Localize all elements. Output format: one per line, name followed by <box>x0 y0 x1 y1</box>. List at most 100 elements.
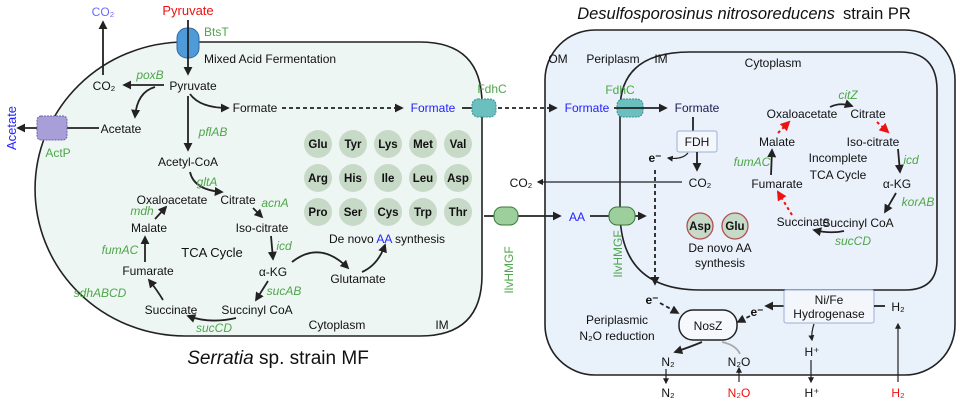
co2: CO₂ <box>93 79 116 93</box>
acetate-exported: Acetate <box>4 106 19 150</box>
amino-acid-circle <box>721 212 749 240</box>
amino-acid-circle <box>686 212 714 240</box>
h-plus-out: H⁺ <box>805 386 820 400</box>
aa-exported: AA <box>569 210 585 224</box>
n2o-reduction-label: N₂O reduction <box>579 329 654 343</box>
amino-acid-circle <box>409 198 437 226</box>
n2o: N₂O <box>728 355 751 369</box>
n2: N₂ <box>661 355 675 369</box>
succinyl-coa-2: Succinyl CoA <box>822 216 893 230</box>
amino-acid-circle <box>304 198 332 226</box>
pyruvate: Pyruvate <box>169 79 217 93</box>
amino-acid-label: His <box>344 173 362 185</box>
electron-fdh: e⁻ <box>648 151 661 165</box>
desulfo-amino-acids: Asp Glu <box>686 212 749 240</box>
hydrogenase-label-2: Hydrogenase <box>793 307 865 321</box>
succinate-2: Succinate <box>777 215 830 229</box>
succinate: Succinate <box>145 303 198 317</box>
malate-2: Malate <box>759 135 795 149</box>
amino-acid-circle <box>409 130 437 158</box>
ilvhmgf-transporter-icon-2 <box>608 206 636 226</box>
hydrogenase-label-1: Ni/Fe <box>815 293 844 307</box>
fdhc-transporter-icon <box>471 98 497 118</box>
alpha-kg: α-KG <box>259 265 287 279</box>
amino-acid-label: Met <box>413 139 433 151</box>
formate-periplasm: Formate <box>565 101 610 115</box>
ilvhmgf-label-1: IlvHMGF <box>502 246 516 293</box>
acetate: Acetate <box>101 122 142 136</box>
im-label: IM <box>435 318 448 332</box>
gene-citZ: citZ <box>838 88 858 102</box>
periplasm-label: Periplasm <box>586 52 639 66</box>
iso-citrate: Iso-citrate <box>236 221 289 235</box>
oxaloacetate: Oxaloacetate <box>137 193 208 207</box>
gene-icd-2: icd <box>903 153 919 167</box>
gene-fumAC-2: fumAC <box>734 155 771 169</box>
fumarate: Fumarate <box>122 264 174 278</box>
fdhc-label: FdhC <box>477 82 507 96</box>
gene-sucCD-2: sucCD <box>835 234 871 248</box>
alpha-kg-2: α-KG <box>883 177 911 191</box>
periplasmic-label: Periplasmic <box>586 313 648 327</box>
gene-pflAB: pflAB <box>198 125 228 139</box>
gene-korAB: korAB <box>902 195 935 209</box>
citrate: Citrate <box>220 193 256 207</box>
co2-desulfo: CO₂ <box>689 176 712 190</box>
cytoplasm-label-2: Cytoplasm <box>745 56 802 70</box>
serratia-title: Serratia sp. strain MF <box>187 348 369 369</box>
h-plus: H⁺ <box>805 345 820 359</box>
incomplete-tca-label-2: TCA Cycle <box>810 168 867 182</box>
fdhc-label-2: FdhC <box>605 83 635 97</box>
cytoplasm-label: Cytoplasm <box>309 318 366 332</box>
malate: Malate <box>131 221 167 235</box>
amino-acid-label: Glu <box>308 139 327 151</box>
ilvhmgf-label-2: IlvHMGF <box>611 230 625 277</box>
amino-acid-circle <box>374 198 402 226</box>
gene-gltA: gltA <box>197 175 218 189</box>
nosz-label: NosZ <box>694 319 723 333</box>
btst-label: BtsT <box>204 25 229 39</box>
amino-acid-circle <box>444 130 472 158</box>
amino-acid-label: Glu <box>725 221 744 233</box>
gene-sdhABCD: sdhABCD <box>74 286 127 300</box>
amino-acid-label: Pro <box>308 207 327 219</box>
formate: Formate <box>233 101 278 115</box>
de-novo-aa-label-2: De novo AA <box>688 241 751 255</box>
amino-acid-label: Thr <box>449 207 468 219</box>
n2o-in: N₂O <box>728 386 751 400</box>
amino-acid-circle <box>444 164 472 192</box>
de-novo-aa-label: De novo AA synthesis <box>329 232 445 246</box>
gene-acnA: acnA <box>261 196 288 210</box>
gene-sucCD: sucCD <box>196 321 232 335</box>
gene-sucAB: sucAB <box>267 284 302 298</box>
co2-exported: CO₂ <box>92 5 115 19</box>
gene-icd: icd <box>276 239 292 253</box>
amino-acid-label: Val <box>450 139 467 151</box>
co2-received: CO₂ <box>510 176 533 190</box>
ilvhmgf-transporter-icon-1 <box>493 206 519 226</box>
h2: H₂ <box>891 300 905 314</box>
oxaloacetate-2: Oxaloacetate <box>767 107 838 121</box>
citrate-2: Citrate <box>850 107 886 121</box>
amino-acid-label: Cys <box>377 207 398 219</box>
glutamate: Glutamate <box>330 272 386 286</box>
amino-acid-circle <box>374 164 402 192</box>
amino-acid-circle <box>304 130 332 158</box>
amino-acid-label: Trp <box>414 207 432 219</box>
amino-acid-circle <box>339 164 367 192</box>
electron-right: e⁻ <box>750 305 763 319</box>
amino-acid-label: Asp <box>447 173 469 185</box>
nosz-box <box>678 309 738 341</box>
amino-acid-circle <box>444 198 472 226</box>
h2-in: H₂ <box>891 386 905 400</box>
incomplete-tca-label: Incomplete <box>809 151 868 165</box>
amino-acid-label: Asp <box>689 221 711 233</box>
amino-acid-label: Leu <box>413 173 433 185</box>
de-novo-aa-label-3: synthesis <box>695 256 745 270</box>
actp-label: ActP <box>45 146 70 160</box>
amino-acid-label: Arg <box>308 173 328 185</box>
iso-citrate-2: Iso-citrate <box>847 135 900 149</box>
